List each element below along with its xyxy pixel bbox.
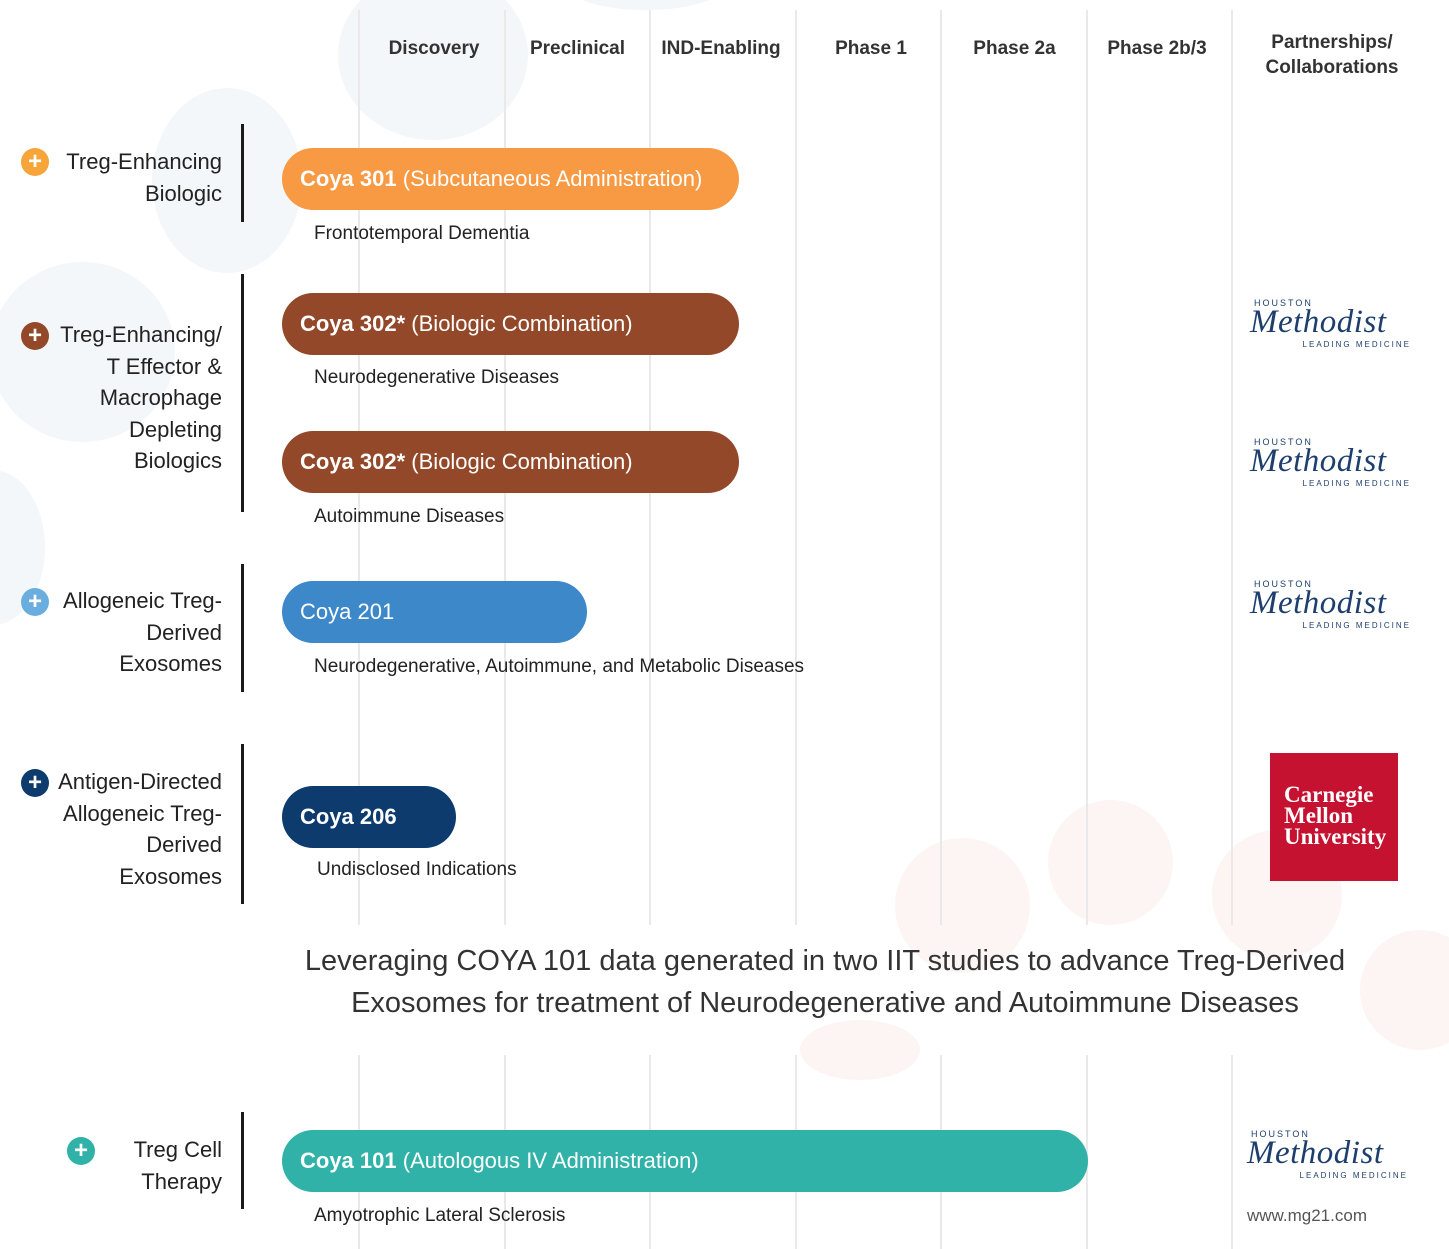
column-header-phase1: Phase 1 (835, 38, 907, 59)
decorative-circle (152, 88, 302, 273)
program-bar-coya301[interactable]: Coya 301 (Subcutaneous Administration) (282, 148, 739, 210)
program-name: Coya 302* (300, 311, 406, 336)
grid-line (940, 10, 942, 925)
cmu-line1: Carnegie (1284, 782, 1374, 807)
category-divider (241, 744, 244, 904)
category-treg-enhancing-biologic: Treg-Enhancing Biologic (0, 146, 222, 209)
indication-label: Frontotemporal Dementia (314, 223, 530, 244)
partnerships-line2: Collaborations (1265, 57, 1399, 78)
category-divider (241, 124, 244, 222)
indication-label: Amyotrophic Lateral Sclerosis (314, 1205, 566, 1226)
indication-label: Autoimmune Diseases (314, 506, 505, 527)
logo-methodist: Methodist (1250, 585, 1387, 621)
program-bar-coya201[interactable]: Coya 201 (282, 581, 587, 643)
decorative-circle (338, 0, 528, 140)
decorative-circle (1048, 800, 1173, 925)
website-url[interactable]: www.mg21.com (1247, 1206, 1367, 1225)
program-name: Coya 101 (300, 1148, 397, 1173)
banner-line1: Leveraging COYA 101 data generated in tw… (304, 945, 1346, 977)
logo-methodist: Methodist (1247, 1135, 1384, 1171)
category-label: Treg-Enhancing/ T Effector & Macrophage … (60, 322, 222, 473)
plus-icon[interactable]: + (21, 322, 49, 350)
decorative-circle (0, 262, 175, 442)
plus-icon[interactable]: + (21, 588, 49, 616)
category-allogeneic-exosomes: Allogeneic Treg- Derived Exosomes (0, 585, 222, 680)
indication-label: Neurodegenerative Diseases (314, 367, 560, 388)
column-header-phase2a: Phase 2a (973, 38, 1056, 59)
category-combination-biologics: Treg-Enhancing/ T Effector & Macrophage … (0, 319, 222, 477)
category-label: Treg-Enhancing Biologic (66, 149, 222, 206)
program-bar-coya302-autoimmune[interactable]: Coya 302* (Biologic Combination) (282, 431, 739, 493)
houston-methodist-logo: HOUSTON Methodist LEADING MEDICINE (1250, 579, 1415, 635)
grid-line (1231, 10, 1233, 925)
column-header-phase2b3: Phase 2b/3 (1107, 38, 1207, 59)
program-detail: (Subcutaneous Administration) (396, 166, 703, 191)
program-bar-coya101[interactable]: Coya 101 (Autologous IV Administration) (282, 1130, 1088, 1192)
logo-methodist: Methodist (1250, 443, 1387, 479)
category-divider (241, 564, 244, 692)
grid-line (1086, 10, 1088, 925)
logo-tagline: LEADING MEDICINE (1302, 621, 1411, 630)
column-header-discovery: Discovery (388, 38, 480, 59)
decorative-circle (800, 1020, 920, 1080)
indication-label: Undisclosed Indications (317, 859, 517, 880)
logo-houston: HOUSTON (1254, 298, 1313, 308)
grid-line (1231, 1055, 1233, 1249)
logo-tagline: LEADING MEDICINE (1302, 479, 1411, 488)
logo-tagline: LEADING MEDICINE (1299, 1171, 1408, 1180)
logo-houston: HOUSTON (1251, 1129, 1310, 1139)
program-bar-coya302-neuro[interactable]: Coya 302* (Biologic Combination) (282, 293, 739, 355)
program-detail: (Autologous IV Administration) (396, 1148, 699, 1173)
banner-line2: Exosomes for treatment of Neurodegenerat… (351, 987, 1299, 1019)
cmu-line3: University (1284, 824, 1387, 849)
grid-line (1086, 1055, 1088, 1249)
decorative-circle (566, 0, 726, 10)
program-detail: (Biologic Combination) (405, 449, 633, 474)
logo-tagline: LEADING MEDICINE (1302, 340, 1411, 349)
plus-icon[interactable]: + (21, 148, 49, 176)
category-divider (241, 1112, 244, 1209)
decorative-circle (895, 838, 1030, 973)
category-label: Antigen-Directed Allogeneic Treg- Derive… (58, 769, 222, 889)
program-name: Coya 302* (300, 449, 406, 474)
carnegie-mellon-logo: Carnegie Mellon University (1270, 753, 1398, 881)
houston-methodist-logo: HOUSTON Methodist LEADING MEDICINE (1250, 437, 1415, 493)
column-header-partnerships: Partnerships/ Collaborations (1240, 30, 1424, 80)
logo-houston: HOUSTON (1254, 579, 1313, 589)
partnerships-line1: Partnerships/ (1271, 32, 1393, 53)
plus-icon[interactable]: + (67, 1137, 95, 1165)
program-name: Coya 206 (300, 804, 397, 829)
logo-methodist: Methodist (1250, 304, 1387, 340)
category-divider (241, 274, 244, 512)
category-label: Allogeneic Treg- Derived Exosomes (63, 588, 222, 676)
houston-methodist-logo: HOUSTON Methodist LEADING MEDICINE (1247, 1129, 1412, 1185)
program-name: Coya 301 (300, 166, 397, 191)
program-name: Coya 201 (300, 599, 395, 624)
houston-methodist-logo: HOUSTON Methodist LEADING MEDICINE (1250, 298, 1415, 354)
category-antigen-directed-exosomes: Antigen-Directed Allogeneic Treg- Derive… (0, 766, 222, 892)
program-bar-coya206[interactable]: Coya 206 (282, 786, 456, 848)
category-treg-cell-therapy: Treg Cell Therapy (0, 1134, 222, 1197)
grid-line (795, 10, 797, 925)
column-header-ind-enabling: IND-Enabling (661, 38, 781, 59)
plus-icon[interactable]: + (21, 769, 49, 797)
logo-houston: HOUSTON (1254, 437, 1313, 447)
category-label: Treg Cell Therapy (133, 1137, 222, 1194)
column-header-preclinical: Preclinical (529, 38, 626, 59)
indication-label: Neurodegenerative, Autoimmune, and Metab… (314, 656, 805, 677)
decorative-circle (1360, 930, 1449, 1050)
program-detail: (Biologic Combination) (405, 311, 633, 336)
cmu-line2: Mellon (1284, 803, 1353, 828)
banner-statement: Leveraging COYA 101 data generated in tw… (250, 940, 1400, 1024)
